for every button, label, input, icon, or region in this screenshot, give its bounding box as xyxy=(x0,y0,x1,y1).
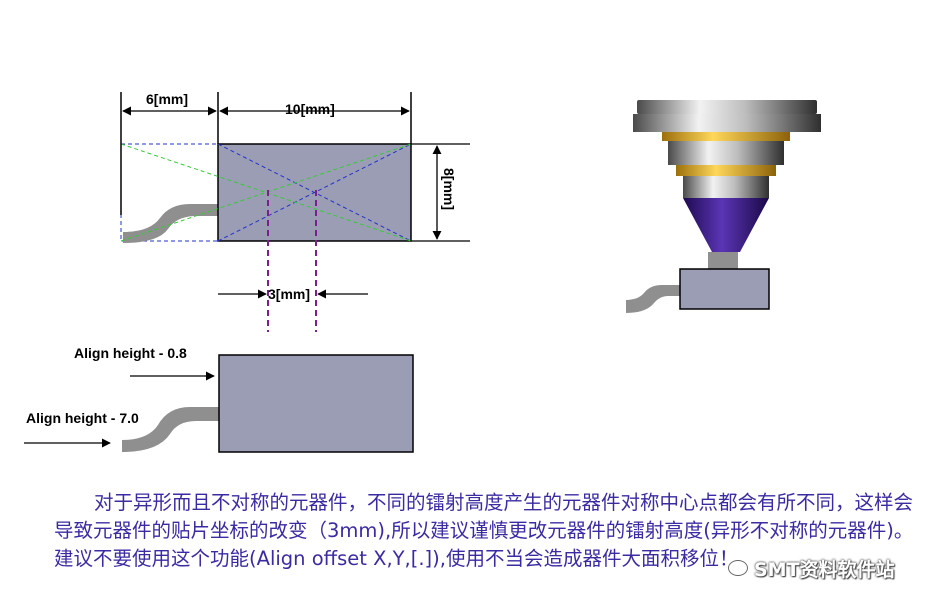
align-label-high: Align height - 0.8 xyxy=(74,345,187,361)
nozzle-tip xyxy=(683,198,769,252)
top-diagram: 6[mm] 10[mm] 8[mm] 3[mm] xyxy=(120,91,470,332)
component-lead xyxy=(123,204,218,243)
bottom-diagram: Align height - 0.8 Align height - 7.0 xyxy=(24,345,414,453)
component-lead xyxy=(626,285,680,313)
nozzle-body xyxy=(668,141,784,165)
dim-label-offset: 3[mm] xyxy=(268,286,310,302)
nozzle-flange xyxy=(633,114,821,132)
description-paragraph: 对于异形而且不对称的元器件，不同的镭射高度产生的元器件对称中心点都会有所不同，这… xyxy=(54,491,914,570)
extent-diagonal xyxy=(120,143,412,242)
nozzle-pickup-stem xyxy=(708,252,738,269)
picked-component-body xyxy=(679,268,770,310)
dim-label-main: 10[mm] xyxy=(285,101,335,117)
nozzle-flange xyxy=(637,100,817,114)
dim-label-height: 8[mm] xyxy=(441,168,457,210)
component-lead xyxy=(122,407,220,452)
chat-icon xyxy=(728,560,748,576)
nozzle-gold-ring xyxy=(662,132,790,141)
component-body xyxy=(218,354,414,453)
dim-label-left: 6[mm] xyxy=(146,91,188,107)
extent-diagonal xyxy=(120,143,412,242)
body-diagonal xyxy=(217,143,412,242)
align-label-low: Align height - 7.0 xyxy=(26,410,139,426)
nozzle-body xyxy=(683,176,769,198)
nozzle-gold-ring xyxy=(676,165,776,176)
watermark-text: SMT资料软件站 xyxy=(754,558,895,581)
watermark: SMT资料软件站 xyxy=(728,553,918,583)
nozzle-diagram xyxy=(626,100,821,313)
